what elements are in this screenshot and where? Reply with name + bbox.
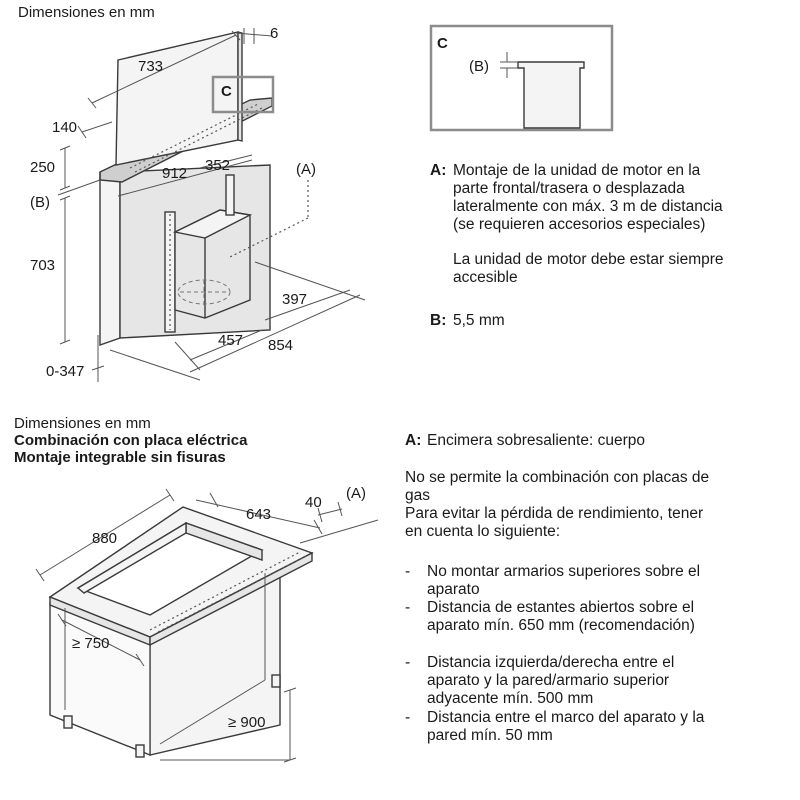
bottom-header-1: Dimensiones en mm xyxy=(14,415,151,432)
foot-2 xyxy=(135,744,145,758)
note-gas: No se permite la combinación con placas … xyxy=(405,469,709,541)
top-notes: A: Montaje de la unidad de motor en la p… xyxy=(430,162,790,332)
note-perf-line-2: en cuenta lo siguiente: xyxy=(405,523,561,540)
bullet-4: - Distancia entre el marco del aparato y… xyxy=(405,709,795,749)
dim-457: 457 xyxy=(218,332,243,349)
bullet-3-line-1: Distancia izquierda/derecha entre el xyxy=(427,654,675,671)
note-a-text: Montaje de la unidad de motor en la part… xyxy=(453,162,724,287)
bullet-1: - No montar armarios superiores sobre el… xyxy=(405,563,795,607)
note-gas-line-2: gas xyxy=(405,487,430,504)
dim-912: 912 xyxy=(162,165,187,182)
detail-c-title: C xyxy=(437,35,448,52)
bottom-header-2: Combinación con placa eléctrica xyxy=(14,432,248,449)
dim-a: (A) xyxy=(296,161,316,178)
detail-c-box xyxy=(429,24,614,132)
dim-643: 643 xyxy=(246,506,271,523)
bottom-header-3: Montaje integrable sin fisuras xyxy=(14,449,226,466)
dim-250: 250 xyxy=(30,159,55,176)
dim-140: 140 xyxy=(52,119,77,136)
motor-box-top xyxy=(172,209,253,239)
bullet-2: - Distancia de estantes abiertos sobre e… xyxy=(405,599,795,643)
dim-397: 397 xyxy=(282,291,307,308)
bullet-4-line-2: pared mín. 50 mm xyxy=(427,727,553,744)
bullet-dash: - xyxy=(405,599,411,616)
bottom-note-a-text: Encimera sobresaliente: cuerpo xyxy=(427,432,645,449)
cutout-inner-wall-2 xyxy=(76,521,187,594)
bullet-2-line-2: aparato mín. 650 mm (recomendación) xyxy=(427,617,695,634)
worktop-side-edge xyxy=(149,551,313,647)
note-a-line-1: Montaje de la unidad de motor en la xyxy=(453,162,701,179)
top-header: Dimensiones en mm xyxy=(18,4,155,21)
dim-750: ≥ 750 xyxy=(72,635,109,652)
foot-3 xyxy=(271,674,281,688)
bottom-note-a-key: A: xyxy=(405,432,422,449)
dim-40: 40 xyxy=(305,494,322,511)
note-b-key: B: xyxy=(430,312,447,329)
dim-352: 352 xyxy=(205,157,230,174)
bottom-notes: A: Encimera sobresaliente: cuerpo No se … xyxy=(405,432,795,752)
bullet-3: - Distancia izquierda/derecha entre el a… xyxy=(405,654,795,714)
note-a-line-4: (se requieren accesorios especiales) xyxy=(453,216,706,233)
dim-880: 880 xyxy=(92,530,117,547)
bullet-2-line-1: Distancia de estantes abiertos sobre el xyxy=(427,599,695,616)
bullet-1-line-1: No montar armarios superiores sobre el xyxy=(427,563,701,580)
dim-703: 703 xyxy=(30,257,55,274)
bullet-dash: - xyxy=(405,654,411,671)
note-a-line-3: lateralmente con máx. 3 m de distancia xyxy=(453,198,723,215)
foot-1 xyxy=(63,715,73,729)
dim-900: ≥ 900 xyxy=(228,714,265,731)
bullet-3-line-3: adyacente mín. 500 mm xyxy=(427,690,594,707)
bullet-1-line-2: aparato xyxy=(427,581,480,598)
bullet-4-line-1: Distancia entre el marco del aparato y l… xyxy=(427,709,705,726)
dim-b: (B) xyxy=(30,194,50,211)
note-a-line-2: parte frontal/trasera o desplazada xyxy=(453,180,685,197)
bullet-dash: - xyxy=(405,563,411,580)
dim-0-347: 0-347 xyxy=(46,363,84,380)
note-perf-line-1: Para evitar la pérdida de rendimiento, t… xyxy=(405,505,704,522)
note-gas-line-1: No se permite la combinación con placas … xyxy=(405,469,710,486)
note-a-key: A: xyxy=(430,162,447,179)
note-a2-line-2: accesible xyxy=(453,269,518,286)
detail-marker-c xyxy=(211,75,275,114)
dim-6: 6 xyxy=(270,25,278,42)
bullet-dash: - xyxy=(405,709,411,726)
detail-b-label: (B) xyxy=(469,58,489,75)
dim-733: 733 xyxy=(138,58,163,75)
dim-854: 854 xyxy=(268,337,293,354)
note-b-text: 5,5 mm xyxy=(453,312,505,329)
note-a2-line-1: La unidad de motor debe estar siempre xyxy=(453,251,724,268)
dim-a-bottom: (A) xyxy=(346,485,366,502)
motor-hose xyxy=(225,174,235,216)
bullet-3-line-2: aparato y la pared/armario superior xyxy=(427,672,670,689)
detail-c-profile xyxy=(517,61,585,129)
detail-label-c: C xyxy=(221,83,232,100)
